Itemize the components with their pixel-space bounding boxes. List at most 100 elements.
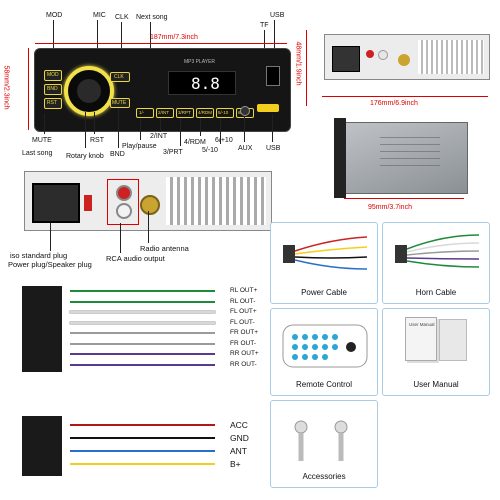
remote-control-icon bbox=[282, 324, 368, 368]
display-digits: 8.8 bbox=[191, 74, 220, 93]
power-wire-label: ANT bbox=[230, 446, 247, 456]
speaker-wire-label: RR OUT- bbox=[230, 360, 257, 368]
label-iso-plug: iso standard plug bbox=[10, 251, 68, 260]
label-rca: RCA audio output bbox=[106, 254, 165, 263]
brand-text: MP3 PLAYER bbox=[184, 59, 216, 65]
power-wire bbox=[70, 450, 215, 452]
preset-key-label: 5/-10 bbox=[218, 110, 229, 115]
power-wire bbox=[70, 463, 215, 465]
red-highlight-box bbox=[107, 179, 139, 225]
mounting-holes bbox=[380, 132, 440, 172]
preset-key-label: 3/RPT bbox=[178, 110, 191, 115]
speaker-wire-label: FR OUT- bbox=[230, 339, 256, 347]
antenna-jack bbox=[140, 195, 160, 215]
dimension-line-depth-height bbox=[306, 30, 307, 106]
card-user-manual: User Manual User Manual bbox=[382, 308, 490, 396]
dimension-side-width: 176mm/6.9inch bbox=[370, 100, 418, 107]
speaker-wire bbox=[70, 300, 215, 303]
label-rdm: 4/RDM bbox=[184, 139, 206, 146]
power-cable-icon bbox=[283, 236, 368, 270]
speaker-wire bbox=[70, 311, 215, 313]
label-clk: CLK bbox=[115, 14, 129, 21]
speaker-wire bbox=[70, 342, 215, 345]
callout-line bbox=[97, 20, 98, 64]
preset-key-4[interactable]: 4/RDM bbox=[196, 108, 214, 118]
knob-center bbox=[77, 79, 101, 103]
iso-connector-clip bbox=[84, 195, 92, 211]
iso-connector-top bbox=[332, 46, 360, 72]
label-bnd: BND bbox=[110, 151, 125, 158]
dimension-line-height bbox=[28, 48, 29, 130]
card-accessories: Accessories bbox=[270, 400, 378, 488]
power-wire-label: GND bbox=[230, 433, 249, 443]
usb-port[interactable] bbox=[266, 66, 280, 86]
dimension-depth-height: 48mm/1.9inch bbox=[294, 41, 302, 86]
callout-line bbox=[121, 22, 122, 67]
speaker-connector-block bbox=[22, 286, 62, 372]
label-s10: 5/-10 bbox=[202, 147, 218, 154]
rca-white bbox=[378, 50, 388, 60]
rca-red bbox=[366, 50, 374, 58]
rear-vents bbox=[166, 177, 266, 225]
preset-key-1[interactable]: 1/- bbox=[136, 108, 154, 118]
preset-key-label: 4/RDM bbox=[198, 110, 213, 115]
preset-key-label: 1/- bbox=[139, 110, 145, 115]
card-horn-cable: Horn Cable bbox=[382, 222, 490, 304]
dimension-case-depth: 95mm/3.7inch bbox=[368, 204, 412, 211]
card-power-cable: Power Cable bbox=[270, 222, 378, 304]
aux-port[interactable] bbox=[240, 106, 250, 116]
label-int: 2/INT bbox=[150, 133, 168, 140]
button-clk[interactable]: CLK bbox=[110, 72, 130, 82]
speaker-wire bbox=[70, 353, 215, 355]
antenna-jack-top bbox=[398, 54, 410, 66]
preset-key-3[interactable]: 3/RPT bbox=[176, 108, 194, 118]
callout-line bbox=[180, 118, 181, 146]
dimension-width-front: 187mm/7.3inch bbox=[150, 34, 198, 41]
speaker-wire bbox=[70, 363, 215, 366]
front-bezel-side bbox=[334, 118, 346, 198]
power-wire bbox=[70, 437, 215, 439]
callout-line bbox=[244, 116, 245, 142]
speaker-wire-label: RL OUT- bbox=[230, 297, 256, 305]
speaker-wire-label: RR OUT+ bbox=[230, 350, 259, 357]
button-clk-label: CLK bbox=[114, 74, 124, 80]
power-wire-label: ACC bbox=[230, 420, 248, 430]
label-usb-top: USB bbox=[270, 12, 285, 19]
rca-jack-white bbox=[116, 203, 132, 219]
callout-line bbox=[118, 108, 119, 148]
front-panel-section: MOD MIC CLK Next song USB TF 187mm/7.3in… bbox=[0, 0, 300, 160]
speaker-wire-label: FL OUT- bbox=[230, 318, 255, 326]
rear-panel-section: iso standard plug Power plug/Speaker plu… bbox=[0, 165, 300, 268]
callout-line bbox=[272, 114, 273, 142]
label-next-song: Next song bbox=[136, 14, 168, 21]
dimension-line-width bbox=[35, 43, 287, 44]
card-caption: Horn Cable bbox=[415, 288, 457, 297]
callout-line bbox=[148, 211, 149, 243]
callout-line bbox=[44, 114, 45, 134]
label-antenna: Radio antenna bbox=[140, 244, 189, 253]
button-mod[interactable]: MOD bbox=[44, 70, 62, 81]
button-bnd[interactable]: BND bbox=[44, 84, 62, 95]
button-rst-label: RST bbox=[47, 100, 57, 106]
card-caption: Remote Control bbox=[295, 380, 353, 389]
label-play-pause: Play/pause bbox=[122, 143, 157, 150]
button-bnd-label: BND bbox=[47, 86, 58, 92]
power-wire-label: B+ bbox=[230, 459, 241, 469]
accessories-icon bbox=[294, 420, 348, 461]
button-mute[interactable]: MUTE bbox=[110, 98, 130, 108]
side-view-section: 48mm/1.9inch 176mm/6.9inch bbox=[294, 0, 500, 120]
label-tf: TF bbox=[260, 22, 269, 29]
dimension-height-front: 58mm/2.3inch bbox=[2, 65, 10, 110]
button-rst[interactable]: RST bbox=[44, 98, 62, 109]
preset-key-2[interactable]: 2/INT bbox=[156, 108, 174, 118]
callout-line bbox=[50, 223, 51, 251]
label-prt: 3/PRT bbox=[163, 149, 183, 156]
callout-line bbox=[85, 112, 86, 148]
manual-cover-text: User Manual bbox=[409, 322, 435, 327]
callout-line bbox=[200, 118, 201, 136]
card-remote-control: Remote Control bbox=[270, 308, 378, 396]
card-caption: Power Cable bbox=[301, 288, 347, 297]
preset-key-5[interactable]: 5/-10 bbox=[216, 108, 234, 118]
label-mod: MOD bbox=[46, 12, 63, 19]
power-wire bbox=[70, 424, 215, 426]
